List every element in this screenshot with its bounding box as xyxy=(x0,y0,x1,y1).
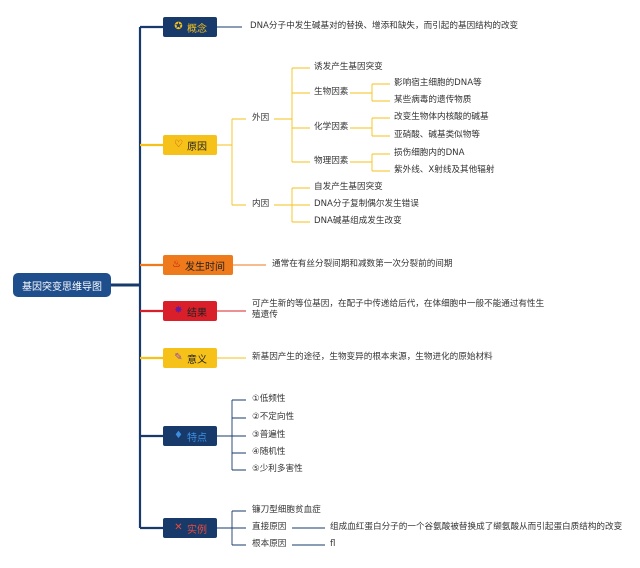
branch-result[interactable]: ✸ 结果 xyxy=(163,301,217,321)
feature-item: ③普遍性 xyxy=(252,430,286,440)
cause-chem-item: 亚硝酸、碱基类似物等 xyxy=(394,130,480,140)
example-root-label: 根本原因 xyxy=(252,539,287,549)
heart-icon: ♡ xyxy=(174,139,183,150)
tools-icon: ✕ xyxy=(174,522,183,533)
cause-internal-item: 自发产生基因突变 xyxy=(314,182,383,192)
cause-bio: 生物因素 xyxy=(314,87,349,97)
concept-text: DNA分子中发生碱基对的替换、增添和缺失，而引起的基因结构的改变 xyxy=(250,21,519,31)
branch-time[interactable]: ♨ 发生时间 xyxy=(163,255,233,275)
feature-item: ②不定向性 xyxy=(252,412,295,422)
root-node[interactable]: 基因突变思维导图 xyxy=(13,273,111,297)
cause-chem-item: 改变生物体内核酸的碱基 xyxy=(394,112,489,122)
branch-example[interactable]: ✕ 实例 xyxy=(163,518,217,538)
example-root-text: fl xyxy=(330,539,336,549)
flame-icon: ♨ xyxy=(172,259,181,270)
time-text: 通常在有丝分裂间期和减数第一次分裂前的间期 xyxy=(272,259,453,269)
cause-phys-item: 紫外线、X射线及其他辐射 xyxy=(394,165,495,175)
cause-internal-item: DNA碱基组成发生改变 xyxy=(314,216,402,226)
feature-item: ④随机性 xyxy=(252,447,286,457)
award-icon: ✪ xyxy=(174,21,183,32)
feature-item: ①低频性 xyxy=(252,394,286,404)
cause-phys: 物理因素 xyxy=(314,156,349,166)
example-disease: 镰刀型细胞贫血症 xyxy=(252,505,321,515)
cause-external: 外因 xyxy=(252,113,270,123)
branch-concept[interactable]: ✪ 概念 xyxy=(163,17,217,37)
cause-internal-item: DNA分子复制偶尔发生错误 xyxy=(314,199,419,209)
cause-bio-item: 某些病毒的遗传物质 xyxy=(394,95,472,105)
cause-induce: 诱发产生基因突变 xyxy=(314,62,383,72)
fire-icon: ♦ xyxy=(174,430,183,441)
example-direct-label: 直接原因 xyxy=(252,522,287,532)
cause-phys-item: 损伤细胞内的DNA xyxy=(394,148,465,158)
star-icon: ✸ xyxy=(174,305,183,316)
feature-item: ⑤少利多害性 xyxy=(252,464,303,474)
cause-bio-item: 影响宿主细胞的DNA等 xyxy=(394,78,482,88)
cause-chem: 化学因素 xyxy=(314,122,349,132)
magic-wand-icon: ✎ xyxy=(174,352,183,363)
example-direct-text: 组成血红蛋白分子的一个谷氨酸被替换成了缬氨酸从而引起蛋白质结构的改变 xyxy=(330,522,623,532)
result-text: 可产生新的等位基因，在配子中传递给后代，在体细胞中一般不能通过有性生殖遗传 xyxy=(252,299,545,320)
meaning-text: 新基因产生的途径，生物变异的根本来源，生物进化的原始材料 xyxy=(252,352,493,362)
cause-internal: 内因 xyxy=(252,199,270,209)
branch-features[interactable]: ♦ 特点 xyxy=(163,426,217,446)
branch-meaning[interactable]: ✎ 意义 xyxy=(163,348,217,368)
branch-cause[interactable]: ♡ 原因 xyxy=(163,135,217,155)
